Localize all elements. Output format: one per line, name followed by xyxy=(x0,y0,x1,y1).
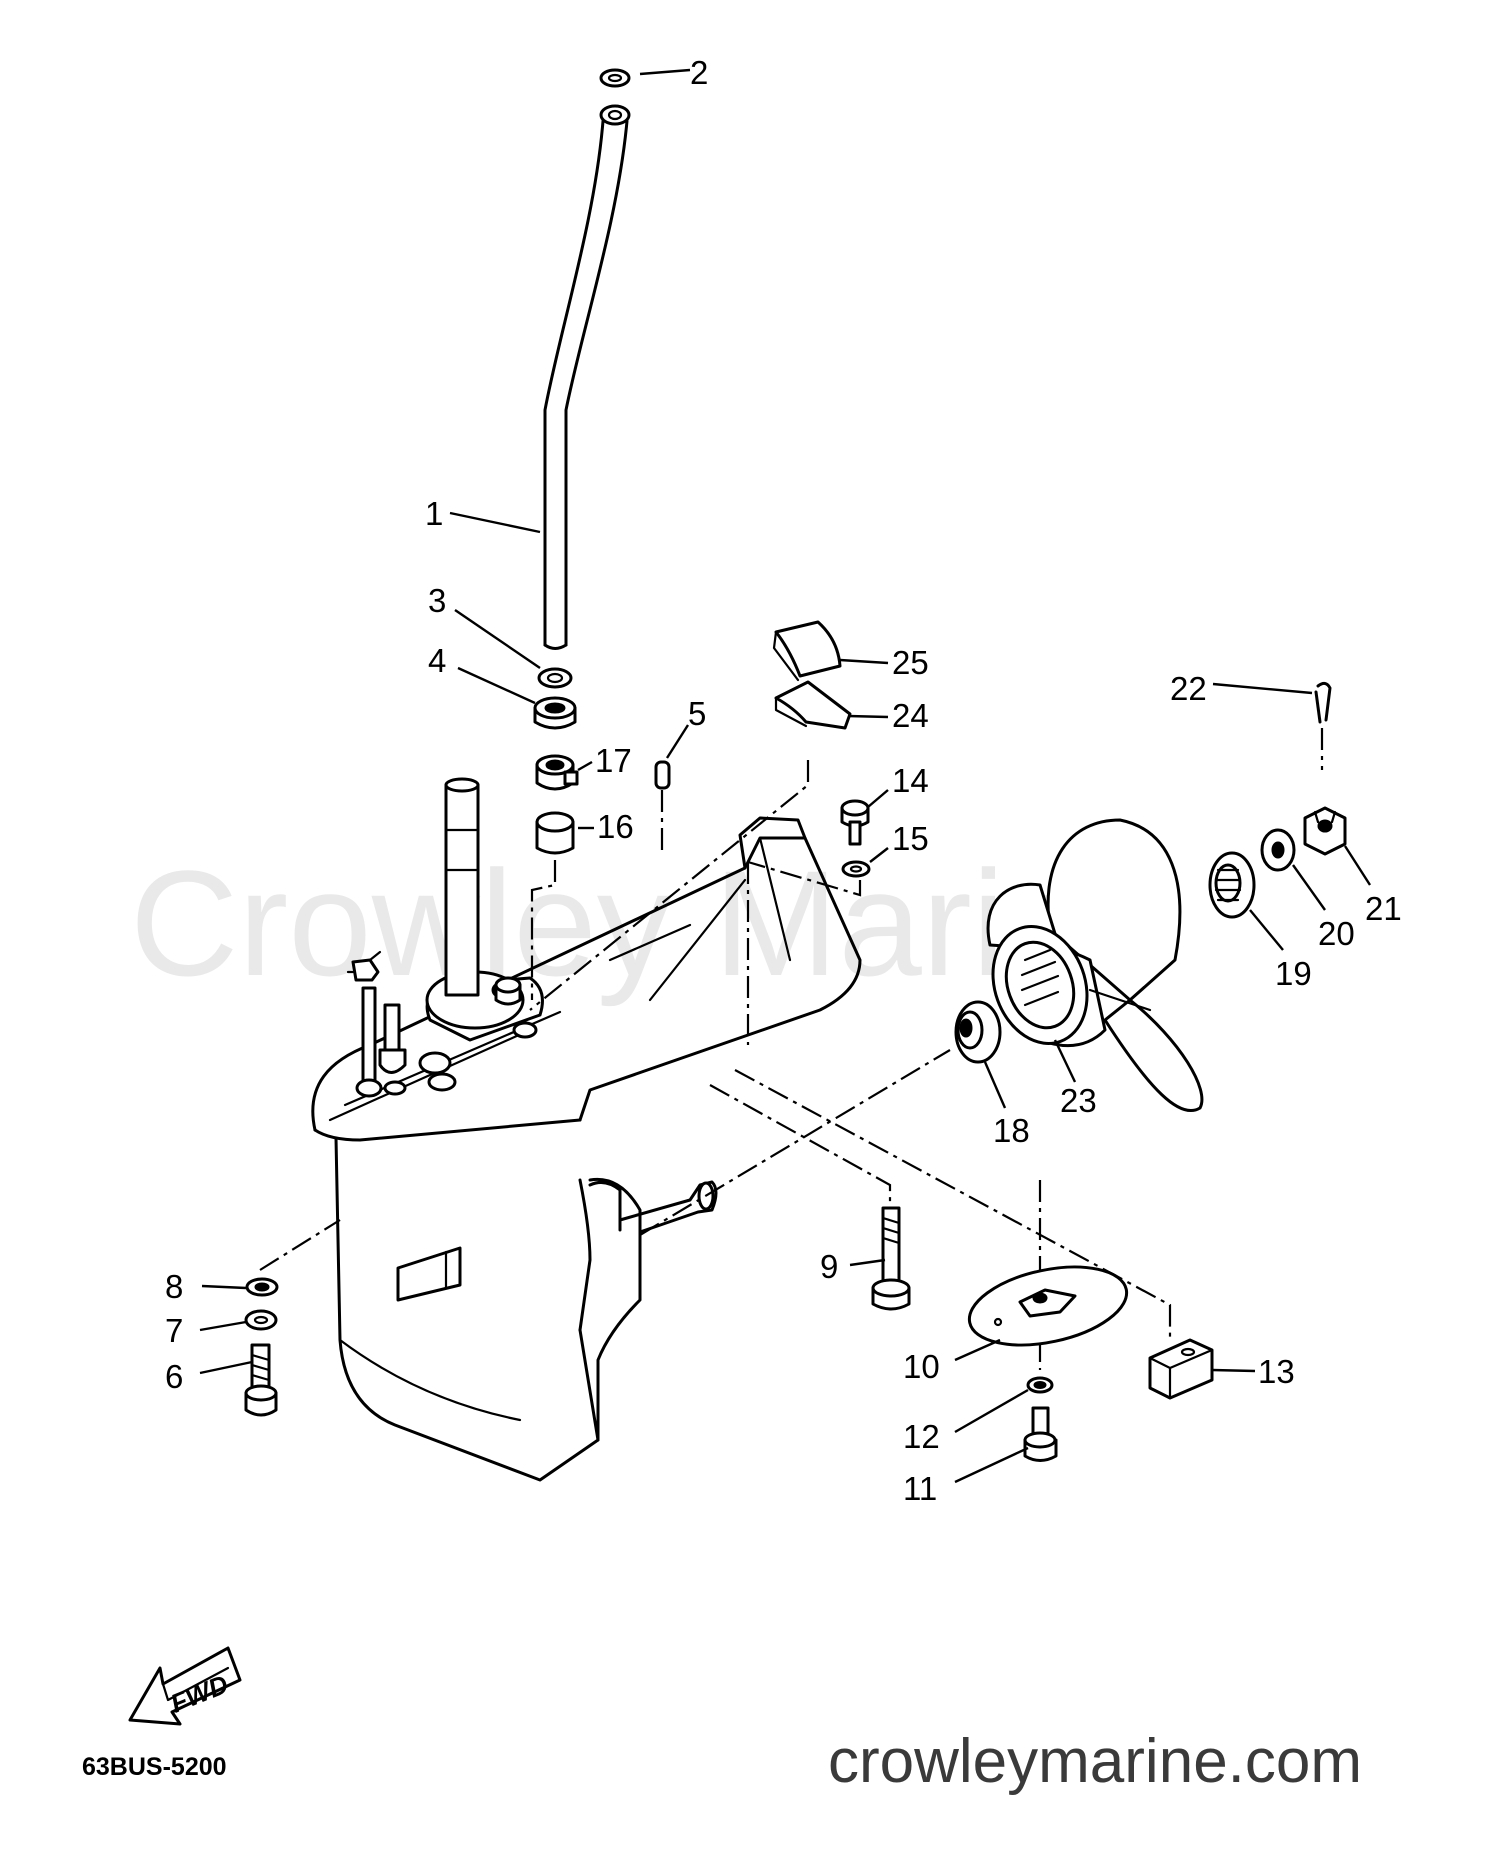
callout-11: 11 xyxy=(903,1470,937,1507)
callout-18: 18 xyxy=(993,1112,1030,1149)
callout-24: 24 xyxy=(892,697,929,734)
callout-7: 7 xyxy=(165,1312,183,1349)
part-11-bolt xyxy=(1023,1406,1058,1462)
callout-9: 9 xyxy=(820,1248,838,1285)
part-2-grommet xyxy=(599,68,631,88)
part-22-cotter-pin xyxy=(1314,681,1332,724)
callout-8: 8 xyxy=(165,1268,183,1305)
part-9-bolt xyxy=(871,1206,911,1311)
diagram-code: 63BUS-5200 xyxy=(82,1753,227,1781)
part-4-seal xyxy=(533,696,577,730)
callout-12: 12 xyxy=(903,1418,940,1455)
part-16-collar xyxy=(535,811,575,855)
callout-leaders xyxy=(199,68,1372,1484)
part-6-bolt xyxy=(244,1343,278,1417)
dash-leaders xyxy=(259,728,1324,1370)
callout-6: 6 xyxy=(165,1358,183,1395)
part-24-pad xyxy=(774,680,852,730)
callout-13: 13 xyxy=(1258,1353,1295,1390)
part-5-dowel-pin xyxy=(654,760,671,790)
part-21-castle-nut xyxy=(1303,806,1347,856)
part-19-spacer xyxy=(1208,851,1256,919)
callout-21: 21 xyxy=(1365,890,1402,927)
part-15-washer xyxy=(841,860,871,878)
part-23-propeller xyxy=(986,818,1204,1113)
part-7-washer xyxy=(244,1309,278,1331)
part-8-washer xyxy=(245,1277,279,1297)
callout-14: 14 xyxy=(892,762,929,799)
callout-4: 4 xyxy=(428,642,446,679)
part-10-anode-plate xyxy=(967,1265,1129,1347)
part-14-bolt xyxy=(840,799,870,846)
part-1-water-pipe xyxy=(543,104,631,650)
callout-25: 25 xyxy=(892,644,929,681)
callout-22: 22 xyxy=(1170,670,1207,707)
callout-numbers: 2 1 3 4 17 16 5 25 24 14 15 22 21 20 19 … xyxy=(165,54,1402,1507)
callout-23: 23 xyxy=(1060,1082,1097,1119)
callout-17: 17 xyxy=(595,742,632,779)
callout-5: 5 xyxy=(688,695,706,732)
part-25-pad xyxy=(772,620,842,682)
callout-16: 16 xyxy=(597,808,634,845)
callout-10: 10 xyxy=(903,1348,940,1385)
part-13-anode-block xyxy=(1148,1338,1214,1400)
callout-20: 20 xyxy=(1318,915,1355,952)
part-18-thrust-washer xyxy=(954,1000,1002,1064)
callout-19: 19 xyxy=(1275,955,1312,992)
part-3-grommet xyxy=(537,667,573,689)
callout-2: 2 xyxy=(690,54,708,91)
callout-15: 15 xyxy=(892,820,929,857)
lower-casing xyxy=(311,777,862,1482)
part-20-washer xyxy=(1260,828,1296,872)
part-17-bushing xyxy=(535,754,579,791)
callout-1: 1 xyxy=(425,495,443,532)
part-12-washer xyxy=(1026,1376,1054,1394)
website-url: crowleymarine.com xyxy=(828,1727,1362,1796)
forward-arrow: FWD xyxy=(128,1646,242,1726)
callout-3: 3 xyxy=(428,582,446,619)
